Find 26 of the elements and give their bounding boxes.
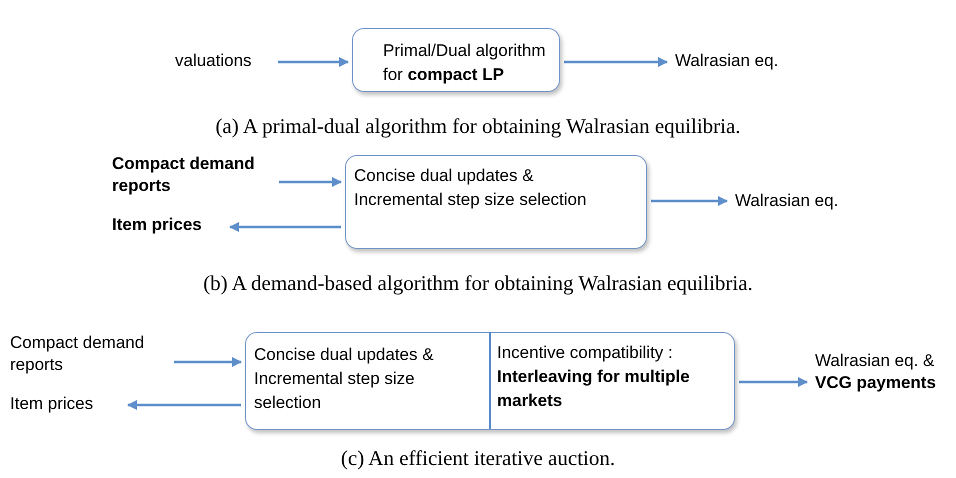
node-text: Walrasian eq. & VCG payments [815, 350, 955, 398]
figure-caption: (b) A demand-based algorithm for obtaining Walrasian equilibria. [202, 271, 754, 296]
box-text: Primal/Dual algorithm for compact LP [383, 40, 546, 86]
node-text: Item prices [112, 214, 222, 240]
node-text: Compact demand reports [112, 153, 277, 199]
arrow [739, 377, 808, 387]
box-text: Concise dual updates & Incremental step size selection [254, 344, 435, 414]
box-text: Concise dual updates & Incremental step size selection [354, 165, 588, 211]
process-box [245, 332, 735, 430]
arrow [229, 222, 341, 232]
arrow [651, 196, 728, 206]
node-text: Walrasian eq. [675, 50, 795, 76]
figure-caption: (a) A primal-dual algorithm for obtaining Walrasian equilibria. [214, 114, 742, 139]
node-text: Compact demand reports [10, 332, 172, 378]
node-text: Item prices [10, 393, 120, 419]
arrow [174, 357, 242, 367]
arrow [278, 57, 349, 67]
figure-caption: (c) An efficient iterative auction. [340, 446, 616, 471]
process-box [352, 28, 560, 92]
arrow [564, 57, 668, 67]
arrow [127, 400, 241, 410]
arrow [279, 177, 342, 187]
node-text: Walrasian eq. [735, 190, 855, 216]
process-box [345, 155, 647, 249]
node-text: valuations [175, 50, 270, 76]
box-text: Incentive compatibility : Interleaving for multiple markets [497, 342, 691, 412]
